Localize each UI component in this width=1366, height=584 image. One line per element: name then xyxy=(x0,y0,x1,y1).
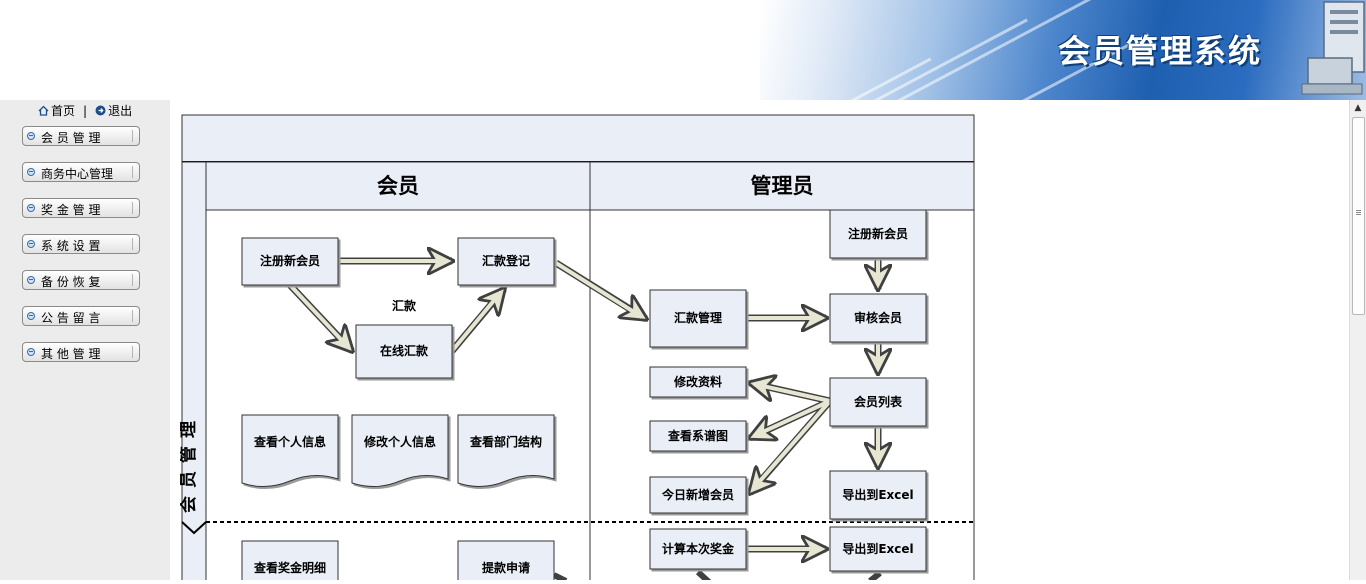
scroll-thumb[interactable] xyxy=(1352,117,1365,315)
node-admin-edit-data[interactable]: 修改资料 xyxy=(649,366,747,398)
bullet-icon xyxy=(27,204,35,212)
node-label: 查看系谱图 xyxy=(667,428,728,443)
home-icon[interactable] xyxy=(38,105,49,116)
node-label: 汇款管理 xyxy=(674,310,722,325)
node-admin-register[interactable]: 注册新会员 xyxy=(829,209,927,259)
node-label: 修改个人信息 xyxy=(363,434,436,449)
bullet-icon xyxy=(27,240,35,248)
vertical-scrollbar[interactable]: ▲ xyxy=(1349,100,1366,580)
remit-label: 汇款 xyxy=(392,298,417,313)
logout-icon[interactable] xyxy=(95,105,106,116)
node-label: 提款申请 xyxy=(482,560,530,575)
node-member-withdraw[interactable]: 提款申请 xyxy=(457,540,555,584)
node-admin-audit[interactable]: 审核会员 xyxy=(829,293,927,343)
node-label: 审核会员 xyxy=(854,310,902,325)
menu-label: 备 份 恢 复 xyxy=(41,275,101,289)
app-title: 会员管理系统 xyxy=(1058,32,1263,70)
node-admin-today-new[interactable]: 今日新增会员 xyxy=(649,476,747,514)
node-label: 注册新会员 xyxy=(260,253,320,268)
menu-label: 商务中心管理 xyxy=(41,167,114,181)
node-admin-export-1[interactable]: 导出到Excel xyxy=(829,470,927,520)
section-column xyxy=(181,161,207,584)
node-member-view-structure[interactable]: 查看部门结构 xyxy=(457,414,555,487)
node-label: 汇款登记 xyxy=(482,253,530,268)
menu-system-settings[interactable]: 系 统 设 置 xyxy=(22,234,140,254)
logout-link[interactable]: 退出 xyxy=(108,104,133,118)
menu-backup-restore[interactable]: 备 份 恢 复 xyxy=(22,270,140,290)
flowchart-canvas: 会员 管理员 会员管理 xyxy=(178,114,975,584)
lane-title-admin: 管理员 xyxy=(751,174,814,198)
node-member-online-remit[interactable]: 在线汇款 xyxy=(355,324,453,379)
node-member-view-bonus[interactable]: 查看奖金明细 xyxy=(241,540,339,584)
node-label: 计算本次奖金 xyxy=(662,541,735,556)
menu-label: 公 告 留 言 xyxy=(41,311,101,325)
header: 会员管理系统 xyxy=(0,0,1366,100)
section-label: 会员管理 xyxy=(180,413,199,513)
node-label: 今日新增会员 xyxy=(661,487,734,502)
node-label: 查看个人信息 xyxy=(253,434,326,449)
node-label: 查看奖金明细 xyxy=(253,560,326,575)
bullet-icon xyxy=(27,276,35,284)
lane-header-admin xyxy=(589,161,975,211)
scroll-up-icon[interactable]: ▲ xyxy=(1354,103,1362,113)
node-label: 注册新会员 xyxy=(848,226,908,241)
node-admin-remit-manage[interactable]: 汇款管理 xyxy=(649,289,747,348)
flowchart: 会员 管理员 会员管理 xyxy=(178,113,980,584)
diagram-header-bar xyxy=(181,114,975,163)
node-admin-export-2[interactable]: 导出到Excel xyxy=(829,526,927,572)
node-label: 导出到Excel xyxy=(842,487,913,502)
lane-title-member: 会员 xyxy=(377,174,419,198)
nav-separator: | xyxy=(83,103,88,118)
menu-label: 会 员 管 理 xyxy=(41,131,101,145)
bullet-icon xyxy=(27,348,35,356)
node-admin-calc-bonus[interactable]: 计算本次奖金 xyxy=(649,528,747,570)
node-member-remit-register[interactable]: 汇款登记 xyxy=(457,237,555,286)
header-banner xyxy=(760,0,1366,100)
top-nav: 首页 | 退出 xyxy=(38,102,132,119)
bullet-icon xyxy=(27,168,35,176)
node-label: 导出到Excel xyxy=(842,541,913,556)
node-label: 查看部门结构 xyxy=(469,434,542,449)
bullet-icon xyxy=(27,312,35,320)
node-label: 会员列表 xyxy=(854,394,903,409)
node-admin-member-list[interactable]: 会员列表 xyxy=(829,377,927,427)
menu-label: 系 统 设 置 xyxy=(41,239,101,253)
node-member-register[interactable]: 注册新会员 xyxy=(241,237,339,286)
home-link[interactable]: 首页 xyxy=(51,104,76,118)
node-label: 修改资料 xyxy=(673,374,722,389)
node-member-edit-info[interactable]: 修改个人信息 xyxy=(351,414,449,487)
node-admin-view-tree[interactable]: 查看系谱图 xyxy=(649,420,747,452)
menu-other-management[interactable]: 其 他 管 理 xyxy=(22,342,140,362)
node-label: 在线汇款 xyxy=(380,343,429,358)
menu-label: 奖 金 管 理 xyxy=(41,203,101,217)
menu-announcement[interactable]: 公 告 留 言 xyxy=(22,306,140,326)
node-member-view-info[interactable]: 查看个人信息 xyxy=(241,414,339,487)
menu-business-center[interactable]: 商务中心管理 xyxy=(22,162,140,182)
menu-label: 其 他 管 理 xyxy=(41,347,101,361)
menu-bonus-management[interactable]: 奖 金 管 理 xyxy=(22,198,140,218)
computer-icon xyxy=(1301,1,1365,95)
sidebar: 首页 | 退出 会 员 管 理 商务中心管理 奖 金 管 理 系 统 设 置 备… xyxy=(0,100,170,580)
menu-member-management[interactable]: 会 员 管 理 xyxy=(22,126,140,146)
bullet-icon xyxy=(27,132,35,140)
